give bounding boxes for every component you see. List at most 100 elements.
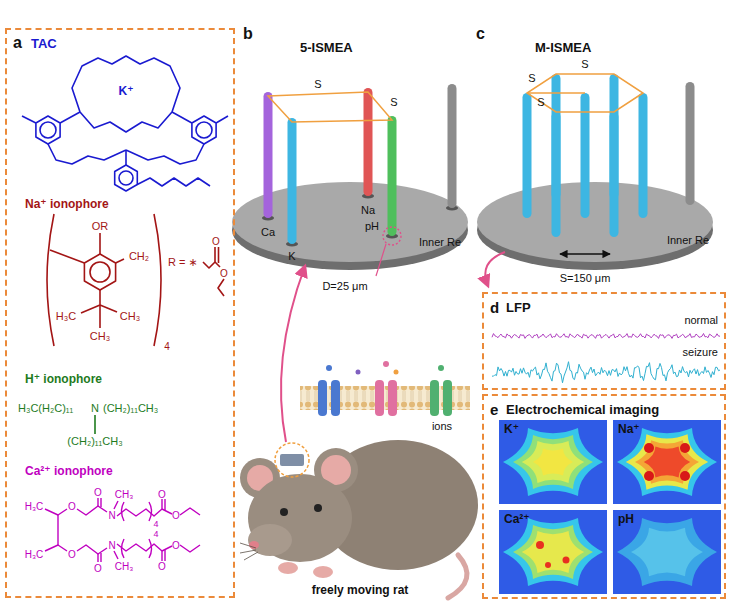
panel-box: eElectrochemical imagingK⁺Na⁺Ca²⁺pH (482, 394, 726, 599)
atom-label: N (108, 510, 115, 521)
h-ionophore-structure (94, 415, 96, 434)
na-ionophore-structure (81, 290, 100, 313)
heatmap-tile: Ca²⁺ (499, 510, 607, 594)
ca-ionophore-structure (45, 539, 200, 562)
electrode-array-multi (639, 93, 648, 218)
electrode-array-multi (686, 82, 695, 205)
reference-label: Inner Re (667, 234, 709, 246)
atom-label: O (94, 487, 102, 498)
atom-label: O (94, 563, 102, 574)
reference-label: Inner Re (419, 236, 461, 248)
atom-label: R = ∗ (168, 256, 198, 268)
atom-label: (CH₂)₁₁CH₃ (67, 435, 122, 447)
heatmap-image (513, 525, 593, 579)
ion-label: pH (618, 513, 634, 526)
heatmap-image (680, 471, 690, 481)
atom-label: O (220, 268, 228, 279)
ion-label: Ca²⁺ (504, 513, 530, 526)
tac-structure (125, 150, 127, 165)
ion-channel-illustration (388, 380, 397, 416)
heatmap-image (499, 510, 607, 594)
heatmap-image (680, 443, 690, 453)
atom-label: N (91, 402, 99, 414)
electrode-array-multi (560, 253, 610, 254)
heatmap-image (545, 562, 551, 568)
na-ionophore-structure (215, 262, 220, 267)
heatmap-image (513, 435, 593, 489)
tac-structure (48, 144, 126, 164)
heatmap-image (522, 441, 584, 483)
tac-structure (72, 56, 180, 112)
electrode-label: Na (361, 204, 375, 216)
heatmap-image (635, 440, 699, 484)
atom-label: H₃C(H₂C)₁₁ (18, 402, 73, 414)
heatmap-image (631, 528, 703, 576)
electrode-label: Ca (261, 226, 275, 238)
ca-ionophore-structure (114, 501, 118, 509)
atom-label: O (172, 540, 180, 551)
heatmap-tile: Na⁺ (613, 420, 721, 504)
electrode-array-5 (448, 84, 457, 208)
h-ionophore-structure (94, 415, 96, 434)
ion-channel-illustration (318, 380, 327, 416)
na-ionophore-structure (116, 259, 124, 263)
ca-ionophore-structure (117, 544, 162, 551)
electrode-label: K (288, 250, 295, 262)
spacing-label: S (528, 72, 535, 84)
heatmap-tile: K⁺ (499, 420, 607, 504)
panel-heading: seizure (683, 346, 718, 358)
atom-label: (CH₂)₁₁CH₃ (103, 402, 158, 414)
heatmap-image (533, 449, 573, 476)
heatmap-image (617, 518, 717, 586)
caption-label: freely moving rat (312, 584, 409, 597)
electrode-array-multi (610, 112, 619, 237)
electrode-array-5 (232, 84, 468, 276)
na-ionophore-structure (99, 305, 101, 328)
atom-label: O (158, 489, 166, 500)
ca-ionophore-structure (98, 498, 101, 507)
ion-channel-illustration (438, 365, 444, 371)
dimension-label: S=150 μm (560, 272, 611, 284)
electrode-array-multi (477, 182, 713, 262)
heatmap-image (499, 420, 607, 504)
heatmap-image (503, 428, 603, 496)
pointer-arrow (485, 252, 505, 286)
tac-structure (80, 112, 172, 132)
tac-structure (196, 122, 212, 138)
ca-ionophore-structure (162, 546, 172, 551)
atom-label: K⁺ (119, 85, 134, 98)
array-name: 5-ISMEA (300, 41, 353, 55)
tac-structure (126, 144, 204, 164)
electrode-array-5 (264, 92, 273, 218)
electrode-array-5 (388, 116, 397, 236)
na-ionophore-structure (215, 247, 219, 263)
atom-label: O (212, 236, 220, 247)
na-ionophore-structure (100, 305, 117, 312)
electrode-array-5 (268, 92, 392, 122)
atom-label: CH₂ (129, 250, 149, 262)
tac-structure (36, 116, 60, 144)
na-ionophore-structure (50, 250, 84, 263)
electrode-array-5 (364, 88, 373, 196)
rat-illustration (280, 454, 304, 466)
ca-ionophore-structure (45, 498, 200, 521)
array-name: M-ISMEA (535, 41, 591, 55)
spacing-label: S (314, 78, 321, 90)
ca-ionophore-structure (57, 515, 58, 545)
ca-ionophore-structure (162, 550, 165, 561)
ion-channel-illustration (375, 380, 384, 416)
tac-structure (216, 116, 228, 123)
panel-letter: c (476, 25, 485, 43)
na-ionophore-structure (154, 214, 161, 346)
ion-channel-illustration (356, 370, 361, 375)
atom-label: CH₃ (115, 561, 134, 572)
heatmap-image (503, 518, 603, 586)
panel-heading: normal (684, 314, 718, 326)
ca-ionophore-structure (180, 508, 200, 515)
panel-heading: Na⁺ ionophore (25, 198, 109, 211)
atom-label: N (108, 540, 115, 551)
na-ionophore-structure (218, 279, 224, 296)
atom-label: H₃C (25, 501, 44, 512)
electrode-array-multi (527, 74, 643, 112)
rat-illustration (248, 524, 292, 556)
